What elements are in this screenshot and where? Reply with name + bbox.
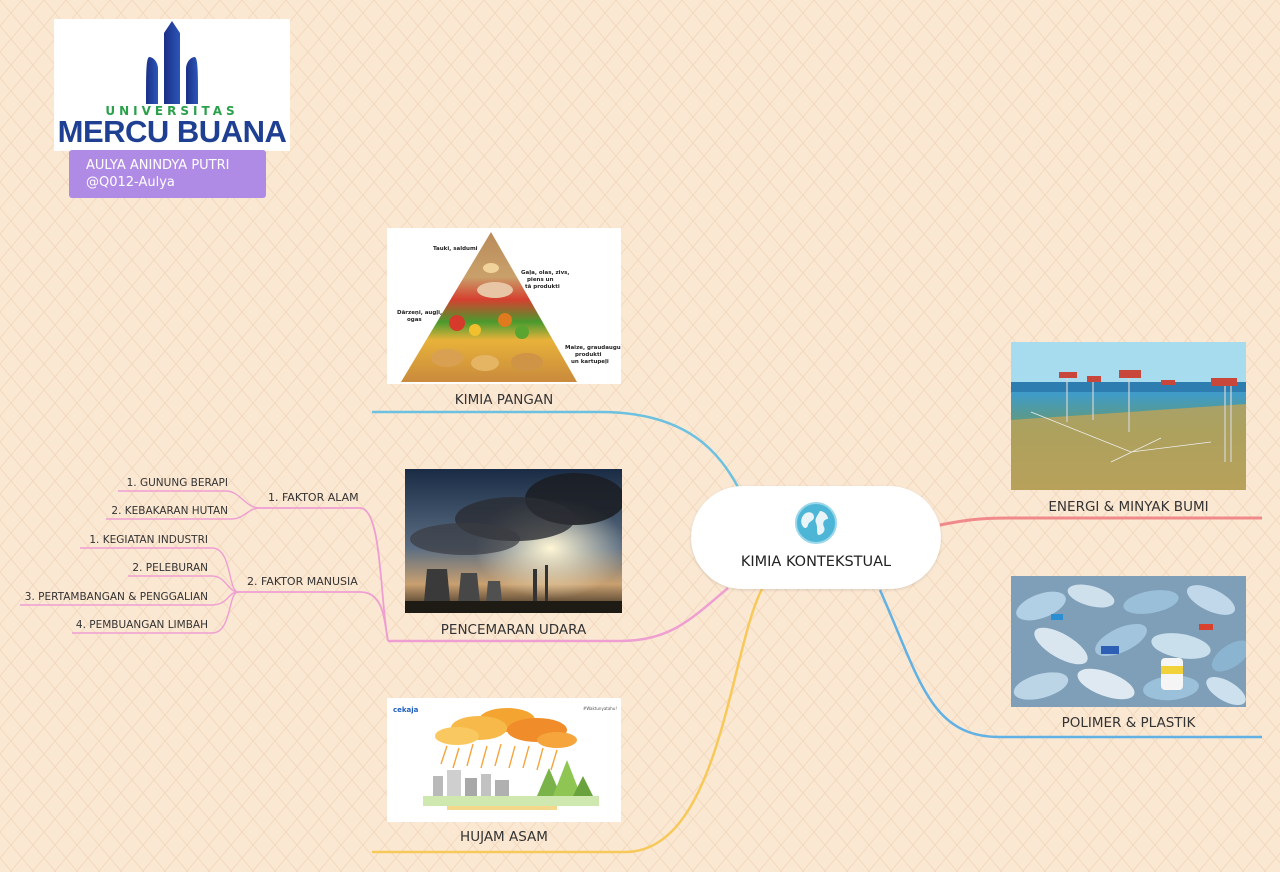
author-note[interactable]: AULYA ANINDYA PUTRI @Q012-Aulya: [69, 150, 266, 198]
central-topic[interactable]: KIMIA KONTEKSTUAL: [691, 486, 941, 589]
logo-text-universitas: UNIVERSITAS: [105, 104, 239, 118]
connector-energi: [939, 516, 1262, 527]
connector-peleburan: [128, 575, 239, 593]
central-topic-label: KIMIA KONTEKSTUAL: [740, 554, 892, 570]
pyramid-label-right-2: piens un: [527, 277, 554, 283]
connector-hujan-asam: [372, 588, 764, 854]
logo-text-mercu-buana: MERCU BUANA: [57, 114, 287, 149]
branch-faktor-manusia[interactable]: 2. FAKTOR MANUSIA: [247, 575, 358, 588]
topic-kimia-pangan[interactable]: KIMIA PANGAN: [454, 392, 554, 408]
leaf-pertambangan-penggalian[interactable]: 3. PERTAMBANGAN & PENGGALIAN: [24, 591, 208, 603]
pyramid-label-bottom-1: Maize, graudaugu: [565, 345, 621, 351]
connector-kegiatan-industri: [80, 547, 239, 593]
topic-energi-minyak-bumi[interactable]: ENERGI & MINYAK BUMI: [1048, 499, 1209, 515]
author-handle: @Q012-Aulya: [86, 175, 175, 190]
connector-pencemaran-udara: [388, 587, 729, 643]
topic-hujan-asam[interactable]: HUJAM ASAM: [460, 829, 548, 845]
pyramid-label-left-1: Dārzeņi, augļi,: [397, 310, 442, 316]
connector-kebakaran-hutan: [106, 507, 261, 520]
air-pollution-image[interactable]: [405, 469, 622, 613]
acid-rain-brand-text: cekaja: [393, 706, 419, 714]
pyramid-label-left-2: ogas: [407, 317, 422, 323]
connector-gunung-berapi: [118, 490, 261, 509]
pyramid-label-bottom-3: un kartupeļi: [571, 359, 609, 365]
pyramid-label-bottom-2: produkti: [575, 352, 602, 358]
author-name: AULYA ANINDYA PUTRI: [86, 158, 230, 173]
pyramid-label-right-1: Gaļa, olas, zivs,: [521, 270, 570, 276]
food-pyramid-image[interactable]: Tauki, saldumi Gaļa, olas, zivs, piens u…: [387, 228, 621, 384]
globe-icon: [795, 502, 837, 544]
logo-emblem-icon: [146, 21, 198, 104]
connector-polimer: [878, 589, 1262, 739]
topic-polimer-plastik[interactable]: POLIMER & PLASTIK: [1061, 715, 1196, 731]
connector-pembuangan-limbah: [72, 591, 239, 634]
pyramid-label-top: Tauki, saldumi: [433, 246, 478, 252]
pyramid-label-right-3: tā produkti: [525, 284, 560, 290]
connector-faktor-manusia: [238, 591, 389, 642]
branch-faktor-alam[interactable]: 1. FAKTOR ALAM: [268, 491, 359, 504]
acid-rain-tag-text: #Waktunyatahu!: [583, 706, 617, 711]
leaf-peleburan[interactable]: 2. PELEBURAN: [132, 562, 208, 574]
topic-pencemaran-udara[interactable]: PENCEMARAN UDARA: [440, 622, 587, 638]
offshore-oil-rig-image[interactable]: [1011, 342, 1246, 490]
connector-kimia-pangan: [372, 410, 740, 488]
leaf-kegiatan-industri[interactable]: 1. KEGIATAN INDUSTRI: [89, 534, 208, 546]
university-logo: UNIVERSITAS MERCU BUANA: [54, 19, 290, 151]
plastic-bottles-image[interactable]: [1011, 576, 1246, 707]
leaf-kebakaran-hutan[interactable]: 2. KEBAKARAN HUTAN: [111, 505, 228, 517]
acid-rain-image[interactable]: cekaja #Waktunyatahu!: [387, 698, 621, 822]
leaf-pembuangan-limbah[interactable]: 4. PEMBUANGAN LIMBAH: [75, 619, 208, 631]
leaf-gunung-berapi[interactable]: 1. GUNUNG BERAPI: [126, 477, 228, 489]
